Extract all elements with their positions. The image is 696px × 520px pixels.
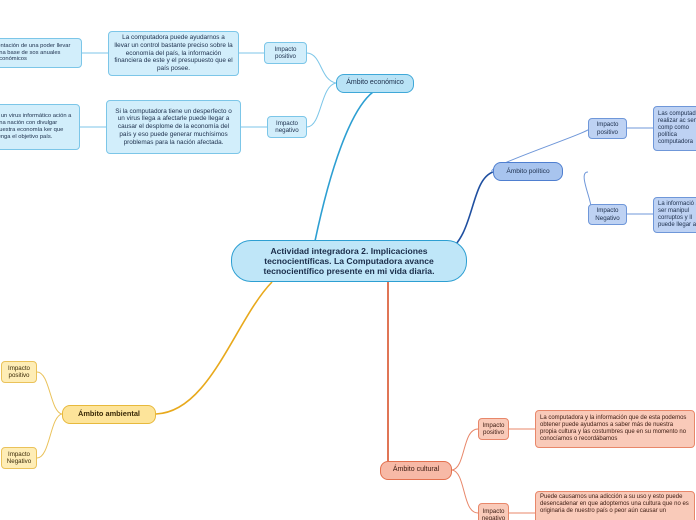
economico-negativo-clipped-text: e un virus informático ación a una nació… xyxy=(0,113,72,140)
ambiental-impacto-positivo-label: Impacto positivo xyxy=(7,364,30,379)
cultural-impacto-negativo[interactable]: Impacto negativo xyxy=(478,503,509,520)
central-topic[interactable]: Actividad integradora 2. Implicaciones t… xyxy=(231,240,467,282)
ambiental-impacto-positivo[interactable]: Impacto positivo xyxy=(1,361,37,383)
economico-impacto-negativo-label: Impacto negativo xyxy=(275,119,299,134)
politico-positivo-clipped-note[interactable]: Las computado de realizar ac sencillo co… xyxy=(653,106,696,151)
economico-positivo-clipped-note[interactable]: ientación de una poder llevar una base d… xyxy=(0,38,82,68)
economico-negativo-detail-text: Si la computadora tiene un desperfecto o… xyxy=(115,107,232,146)
central-topic-text: Actividad integradora 2. Implicaciones t… xyxy=(263,245,435,277)
branch-ambito-cultural-label: Ámbito cultural xyxy=(392,466,440,474)
cultural-impacto-positivo-label: Impacto positivo xyxy=(482,421,505,436)
link-central-economico xyxy=(314,91,374,242)
politico-negativo-clipped-note[interactable]: La informació a ser manipul corruptos y … xyxy=(653,197,696,233)
economico-impacto-positivo[interactable]: Impacto positivo xyxy=(264,42,307,64)
cultural-negativo-detail-text: Puede causarnos una adicción a su uso y … xyxy=(540,494,689,515)
link-cultural-positivo xyxy=(451,428,479,471)
ambiental-impacto-negativo-label: Impacto Negativo xyxy=(6,450,32,465)
ambiental-impacto-negativo[interactable]: Impacto Negativo xyxy=(1,447,37,469)
branch-ambito-cultural[interactable]: Ámbito cultural xyxy=(380,461,452,480)
link-cultural-negativo xyxy=(451,469,479,514)
link-economico-negativo xyxy=(306,82,337,128)
cultural-negativo-detail[interactable]: Puede causarnos una adicción a su uso y … xyxy=(535,491,695,520)
politico-negativo-clipped-text: La informació a ser manipul corruptos y … xyxy=(658,200,696,229)
politico-positivo-clipped-text: Las computado de realizar ac sencillo co… xyxy=(658,110,696,146)
politico-impacto-positivo-label: Impacto positivo xyxy=(596,121,619,136)
branch-ambito-politico[interactable]: Ámbito político xyxy=(493,162,563,181)
politico-impacto-negativo[interactable]: Impacto Negativo xyxy=(588,204,627,225)
politico-impacto-positivo[interactable]: Impacto positivo xyxy=(588,118,627,139)
cultural-positivo-detail[interactable]: La computadora y la información que de e… xyxy=(535,410,695,448)
branch-ambito-economico[interactable]: Ámbito económico xyxy=(336,74,414,93)
economico-positivo-clipped-text: ientación de una poder llevar una base d… xyxy=(0,42,71,63)
branch-ambito-politico-label: Ámbito político xyxy=(506,167,550,175)
cultural-impacto-negativo-label: Impacto negativo xyxy=(481,507,506,520)
economico-impacto-positivo-label: Impacto positivo xyxy=(274,45,297,60)
branch-ambito-ambiental-label: Ámbito ambiental xyxy=(77,409,140,419)
branch-ambito-ambiental[interactable]: Ámbito ambiental xyxy=(62,405,156,424)
link-central-ambiental xyxy=(155,281,273,415)
economico-negativo-clipped-note[interactable]: e un virus informático ación a una nació… xyxy=(0,104,80,150)
link-ambiental-negativo xyxy=(36,413,63,459)
cultural-impacto-positivo[interactable]: Impacto positivo xyxy=(478,418,509,440)
economico-positivo-detail-text: La computadora puede ayudarnos a llevar … xyxy=(114,34,233,73)
economico-positivo-detail[interactable]: La computadora puede ayudarnos a llevar … xyxy=(108,31,239,76)
politico-impacto-negativo-label: Impacto Negativo xyxy=(595,207,620,222)
link-central-politico xyxy=(446,171,494,253)
branch-ambito-economico-label: Ámbito económico xyxy=(346,79,404,87)
economico-impacto-negativo[interactable]: Impacto negativo xyxy=(267,116,307,138)
link-economico-positivo xyxy=(306,52,337,84)
link-ambiental-positivo xyxy=(36,371,63,415)
economico-negativo-detail[interactable]: Si la computadora tiene un desperfecto o… xyxy=(106,100,241,154)
cultural-positivo-detail-text: La computadora y la información que de e… xyxy=(540,414,687,443)
